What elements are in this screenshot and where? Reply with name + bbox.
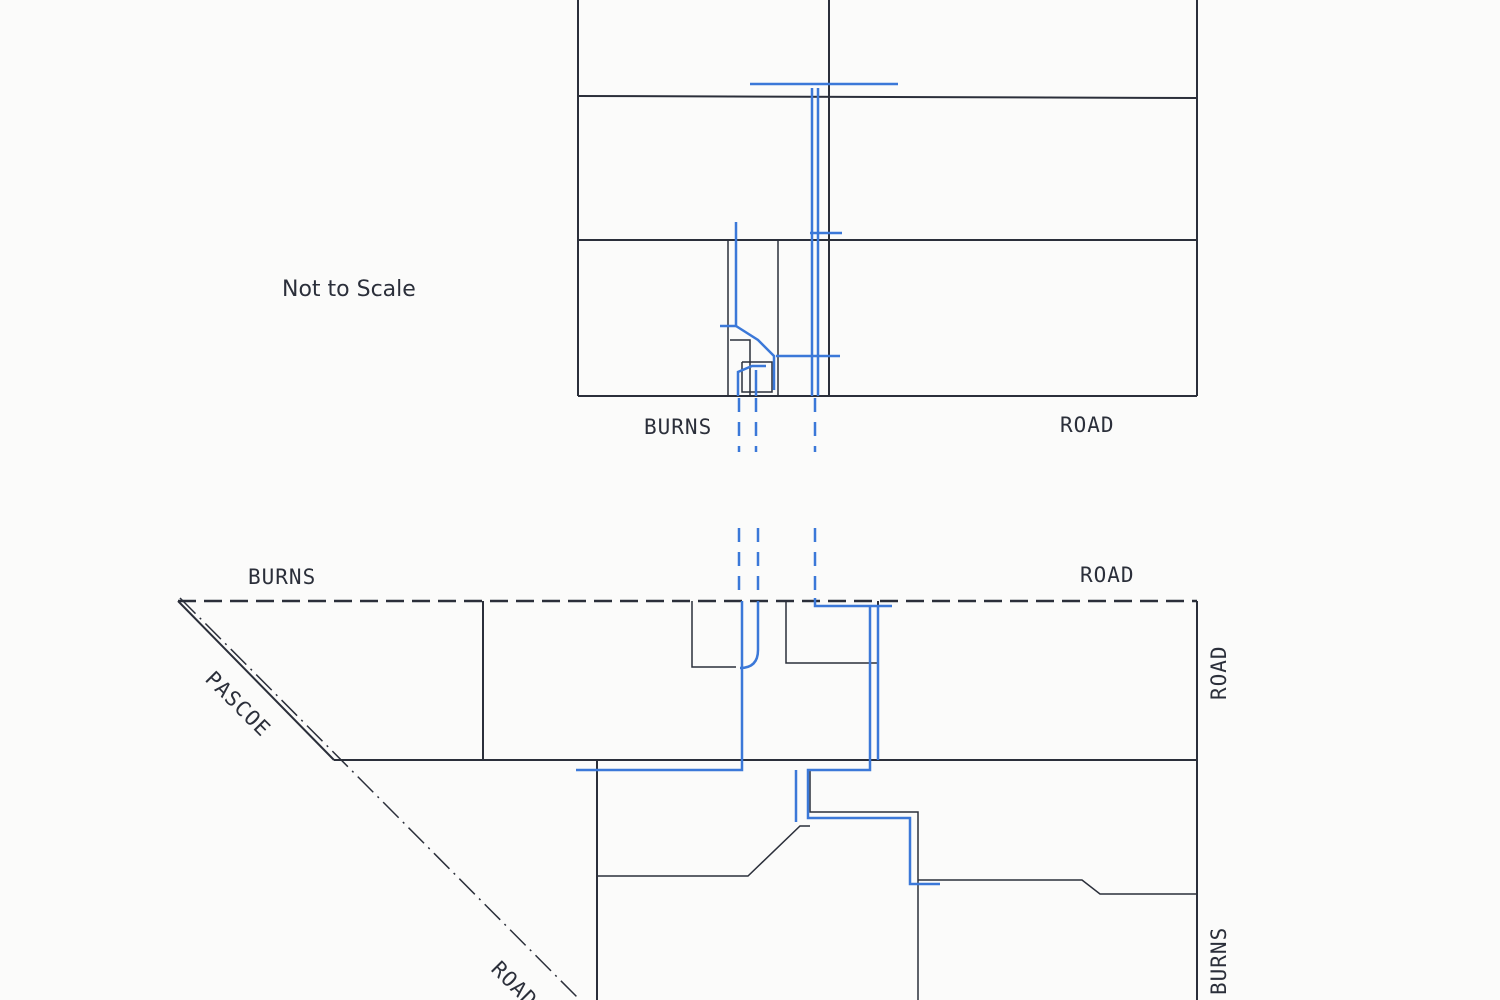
road-label-right-road: ROAD [1207, 645, 1231, 700]
lower-lot-detail [809, 770, 919, 1000]
lower-block [177, 597, 1198, 1000]
lower-lot-detail [785, 601, 878, 664]
lower-lot-detail [597, 825, 810, 877]
upper-lot-line-1 [577, 95, 1198, 99]
pascoe-road-solid [177, 600, 335, 761]
pascoe-road-centerline [179, 597, 581, 1000]
scale-note: Not to Scale [282, 277, 416, 302]
pipeline-segment [806, 606, 940, 886]
pipeline-segment [736, 364, 766, 396]
pipeline-segment [739, 601, 760, 670]
road-label-upper-road: ROAD [1060, 413, 1115, 437]
road-label-upper-burns: BURNS [644, 415, 712, 439]
road-label-right-burns: BURNS [1207, 927, 1231, 995]
road-label-lower-road: ROAD [1080, 563, 1135, 587]
pipeline-segment [813, 598, 892, 608]
upper-pipeline [720, 82, 898, 396]
road-label-pascoe-road: ROAD [486, 957, 542, 1000]
upper-lot-detail [741, 361, 773, 393]
pipeline-segment [576, 601, 744, 772]
upper-block [577, 0, 1198, 397]
pipeline-connectors [737, 398, 817, 600]
lower-pipeline [576, 598, 940, 886]
upper-lot-detail [730, 339, 751, 396]
road-label-pascoe: PASCOE [200, 667, 275, 742]
pipeline-segment [735, 324, 776, 390]
lower-lot-detail [691, 601, 736, 668]
lower-lot-detail [918, 879, 1197, 895]
road-label-lower-burns: BURNS [248, 565, 316, 589]
